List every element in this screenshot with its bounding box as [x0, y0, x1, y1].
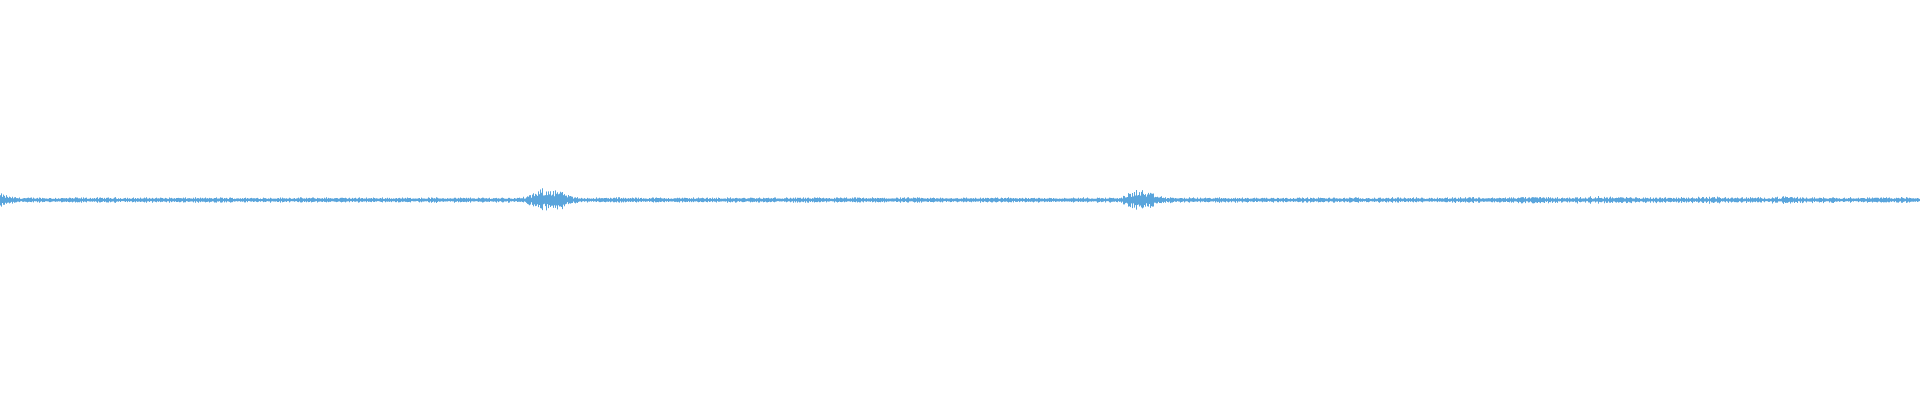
waveform-path: [0, 188, 1920, 211]
waveform-peaks: [0, 188, 1920, 211]
